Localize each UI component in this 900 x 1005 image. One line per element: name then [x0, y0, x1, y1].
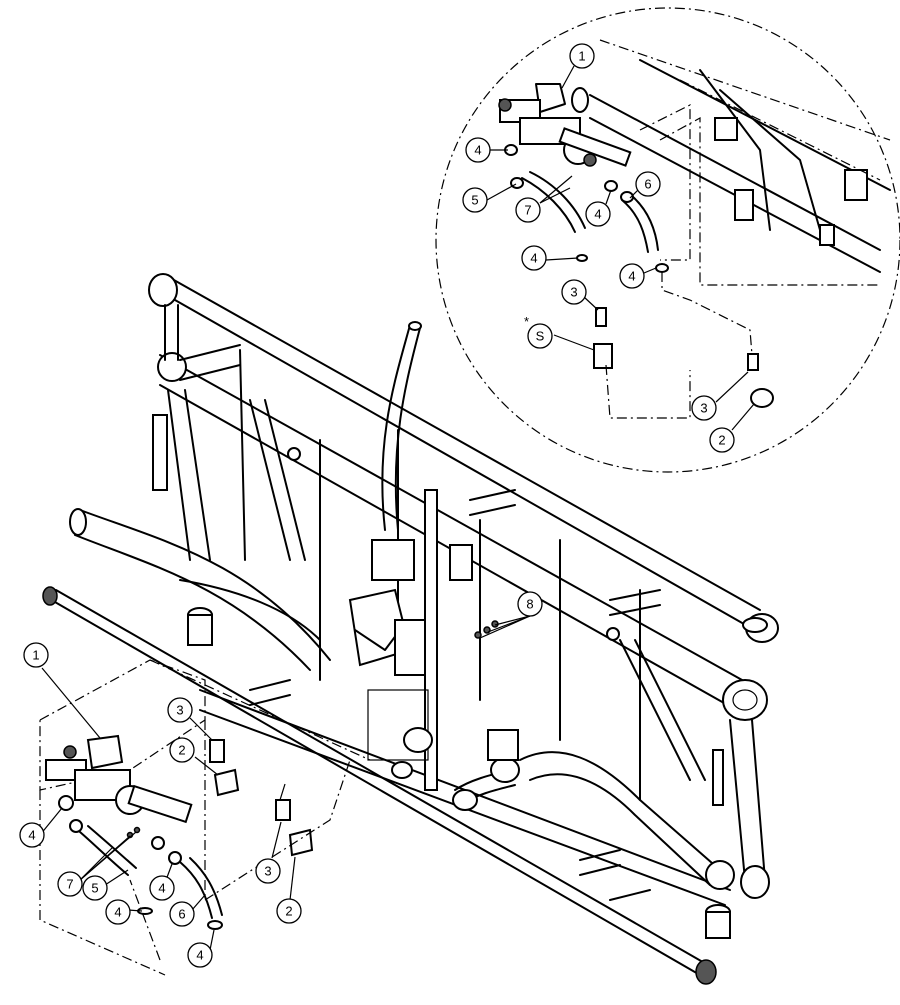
callout-4-main-d: 4: [187, 942, 213, 968]
callout-1-detail: 1: [569, 43, 595, 69]
callout-label: 2: [178, 743, 185, 758]
callout-4-detail-a: 4: [465, 137, 491, 163]
callout-4-main-a: 4: [19, 822, 45, 848]
callout-label: 3: [570, 285, 577, 300]
callout-3-main-a: 3: [167, 697, 193, 723]
callout-label: 4: [28, 828, 35, 843]
callout-label: 2: [718, 433, 725, 448]
callout-2-main-a: 2: [169, 737, 195, 763]
callout-label: 4: [474, 143, 481, 158]
callout-7-main: 7: [57, 871, 83, 897]
callout-label: 6: [178, 907, 185, 922]
asterisk-note: *: [524, 314, 529, 329]
callout-7-detail: 7: [515, 197, 541, 223]
callout-6-main: 6: [169, 901, 195, 927]
callout-5-main: 5: [82, 875, 108, 901]
callout-label: 7: [524, 203, 531, 218]
callout-label: S: [536, 329, 545, 344]
callout-6-detail: 6: [635, 171, 661, 197]
callout-label: 5: [91, 881, 98, 896]
callout-s-detail: S: [527, 323, 553, 349]
callout-4-detail-d: 4: [619, 263, 645, 289]
leader-lines: [39, 65, 755, 951]
callout-5-detail: 5: [462, 187, 488, 213]
detail-view: [435, 7, 900, 473]
callout-label: 4: [628, 269, 635, 284]
center-plumbing: [348, 321, 520, 811]
callout-1-main: 1: [23, 642, 49, 668]
fittings-main: [209, 620, 499, 857]
callout-8-main: 8: [517, 591, 543, 617]
callout-label: 7: [66, 877, 73, 892]
callout-3-detail-b: 3: [691, 395, 717, 421]
callout-2-main-b: 2: [276, 898, 302, 924]
callout-label: 4: [594, 207, 601, 222]
valve-assembly-main: [39, 659, 371, 976]
callout-label: 4: [114, 905, 121, 920]
callout-2-detail: 2: [709, 427, 735, 453]
callout-label: 1: [32, 648, 39, 663]
callout-4-detail-c: 4: [521, 245, 547, 271]
boom-frame: [42, 273, 779, 985]
callout-3-main-b: 3: [255, 858, 281, 884]
callout-label: 5: [471, 193, 478, 208]
callout-label: 6: [644, 177, 651, 192]
callout-label: 1: [578, 49, 585, 64]
valve-assembly-detail: [498, 83, 632, 167]
callout-label: 4: [530, 251, 537, 266]
callout-label: 3: [264, 864, 271, 879]
callout-label: 4: [196, 948, 203, 963]
callout-4-main-c: 4: [105, 899, 131, 925]
callout-3-detail: 3: [561, 279, 587, 305]
callout-4-main-b: 4: [149, 875, 175, 901]
callout-label: 3: [176, 703, 183, 718]
callout-label: 4: [158, 881, 165, 896]
callout-4-detail-b: 4: [585, 201, 611, 227]
detail-circle-outline: [435, 7, 900, 473]
callout-label: 8: [526, 597, 533, 612]
callout-label: 3: [700, 401, 707, 416]
callout-label: 2: [285, 904, 292, 919]
